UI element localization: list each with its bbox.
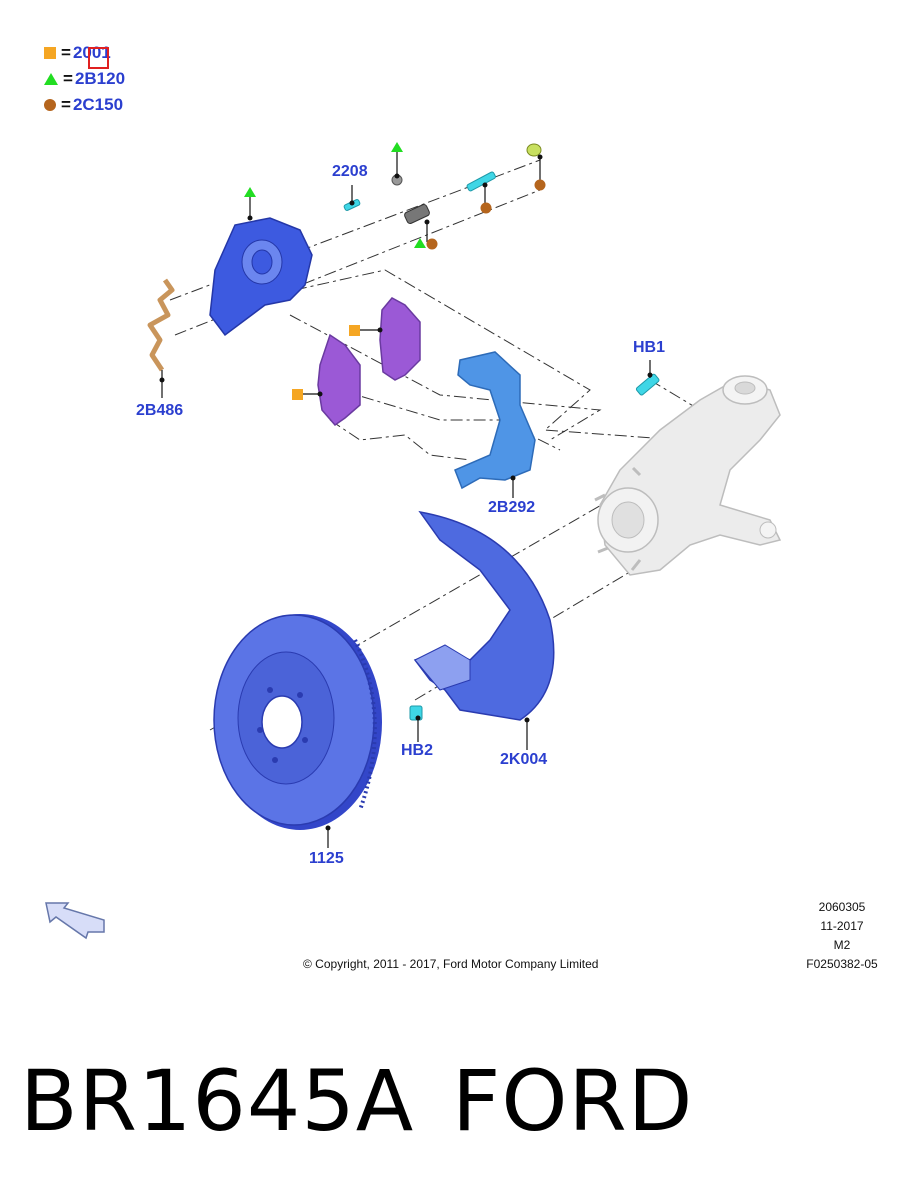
meta-code: 2060305	[818, 900, 866, 914]
part-label-2b486[interactable]: 2B486	[136, 402, 184, 419]
leader-dots	[159, 154, 653, 831]
triangle-icon	[44, 73, 58, 85]
part-label-hb2[interactable]: HB2	[401, 742, 434, 759]
square-icon	[44, 47, 56, 59]
legend-code: 2B120	[74, 69, 126, 88]
part-label-2208[interactable]: 2208	[332, 163, 368, 180]
legend-row-triangle: = 2B120	[44, 68, 125, 90]
diagram-meta: 2060305 11-2017 M2 F0250382-05	[790, 898, 894, 974]
anti-rattle-clip	[147, 278, 175, 372]
legend-equals: =	[61, 43, 71, 62]
meta-date: 11-2017	[820, 919, 864, 933]
selection-highlight-box	[88, 47, 109, 69]
meta-rev: M2	[833, 938, 851, 952]
leader-lines	[161, 152, 651, 848]
legend-equals: =	[63, 69, 73, 88]
brake-pads	[317, 297, 421, 427]
dust-shield	[413, 510, 555, 721]
part-label-2b292[interactable]: 2B292	[488, 499, 536, 516]
legend-row-circle: = 2C150	[44, 94, 123, 116]
legend-code: 2C150	[72, 95, 124, 114]
part-label-2k004[interactable]: 2K004	[500, 751, 548, 768]
caliper-bracket	[454, 351, 536, 490]
circle-icon	[44, 99, 56, 111]
part-label-hb1[interactable]: HB1	[633, 339, 666, 356]
part-label-1125[interactable]: 1125	[309, 850, 344, 867]
copyright-text: © Copyright, 2011 - 2017, Ford Motor Com…	[303, 957, 599, 971]
steering-knuckle	[594, 375, 782, 576]
small-hardware	[391, 143, 542, 225]
meta-fig: F0250382-05	[806, 957, 878, 971]
part-number-title: BR1645A	[20, 1052, 415, 1150]
marker-symbols	[244, 142, 546, 400]
brand-title: FORD	[452, 1052, 694, 1150]
view-direction-arrow	[45, 902, 105, 940]
brake-disc	[213, 614, 382, 830]
legend-equals: =	[61, 95, 71, 114]
exploded-view-drawing	[45, 142, 782, 940]
brake-caliper	[209, 217, 313, 337]
